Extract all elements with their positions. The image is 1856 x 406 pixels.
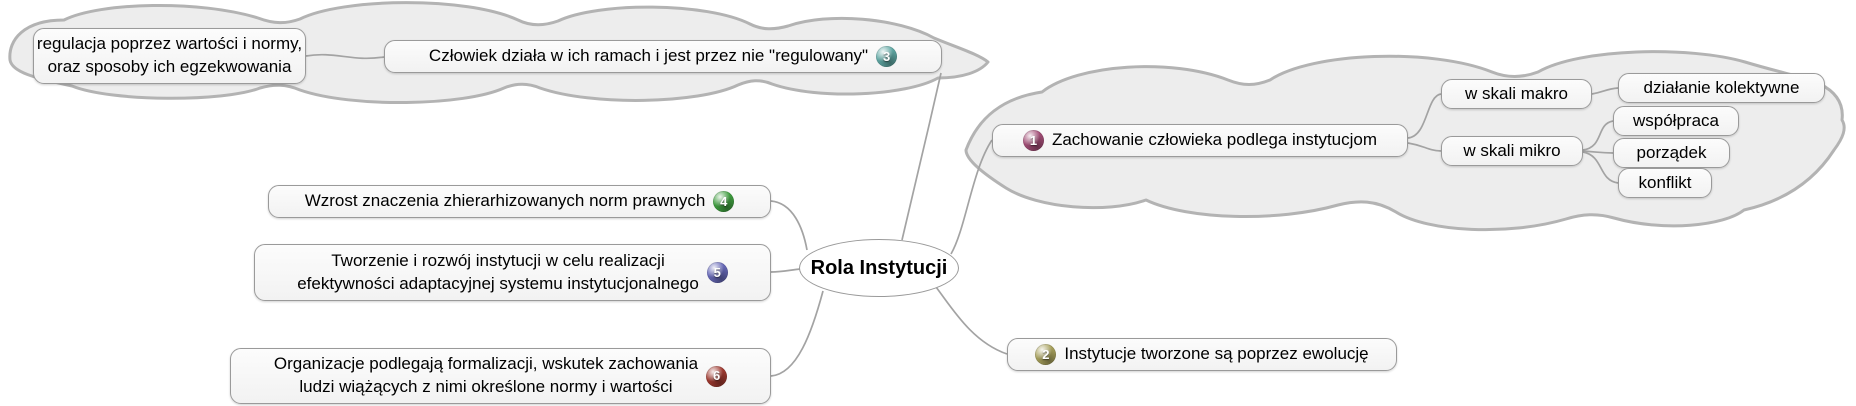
edge-root-to-evolution (935, 286, 1008, 355)
node-conflict[interactable]: konflikt (1618, 168, 1712, 198)
node-label-line: Organizacje podlegają formalizacji, wsku… (273, 354, 699, 374)
edge-behavior-to-macro (1407, 93, 1442, 139)
node-label-line: oraz sposoby ich egzekwowania (47, 57, 292, 76)
badge-6-icon: 6 (706, 365, 728, 387)
edge-root-to-formalization (770, 290, 824, 377)
edge-root-to-regulated (901, 72, 942, 241)
node-label-line: efektywności adaptacyjnej systemu instyt… (297, 273, 699, 293)
edge-behavior-to-micro (1407, 142, 1442, 152)
node-label-line: Tworzenie i rozwój instytucji w celu rea… (331, 250, 665, 270)
node-collective-action[interactable]: działanie kolektywne (1618, 73, 1825, 103)
node-label: Człowiek działa w ich ramach i jest prze… (428, 46, 869, 66)
badge-2-icon: 2 (1035, 344, 1057, 365)
badge-5-icon: 5 (706, 262, 728, 283)
root-node[interactable]: Rola Instytucji (799, 239, 959, 297)
edge-micro-to-order (1582, 150, 1614, 154)
node-regulation[interactable]: regulacja poprzez wartości i normy, oraz… (33, 28, 306, 84)
badge-1-icon: 1 (1022, 130, 1044, 151)
node-legal-norms[interactable]: Wzrost znaczenia zhierarhizowanych norm … (268, 185, 771, 218)
node-cooperation[interactable]: współpraca (1613, 106, 1739, 136)
edge-macro-to-collective (1591, 87, 1619, 95)
edge-root-to-legal-norms (770, 200, 808, 251)
node-macro-scale[interactable]: w skali makro (1441, 79, 1592, 109)
node-label: Wzrost znaczenia zhierarhizowanych norm … (304, 191, 706, 211)
badge-4-icon: 4 (713, 191, 735, 212)
edge-root-to-behavior (950, 139, 993, 255)
node-regulated[interactable]: Człowiek działa w ich ramach i jest prze… (384, 40, 942, 73)
root-label: Rola Instytucji (810, 256, 948, 279)
node-label: w skali mikro (1463, 140, 1561, 160)
edge-regulated-to-regulation (305, 53, 385, 60)
node-label: Instytucje tworzone są poprzez ewolucję (1064, 344, 1369, 364)
node-adaptive[interactable]: Tworzenie i rozwój instytucji w celu rea… (254, 244, 771, 301)
node-label: porządek (1636, 142, 1707, 162)
node-order[interactable]: porządek (1613, 138, 1730, 168)
node-micro-scale[interactable]: w skali mikro (1441, 136, 1583, 166)
edge-root-to-adaptive (770, 268, 801, 273)
node-label: działanie kolektywne (1643, 77, 1800, 97)
node-evolution[interactable]: 2 Instytucje tworzone są poprzez ewolucj… (1007, 338, 1397, 371)
node-formalization[interactable]: Organizacje podlegają formalizacji, wsku… (230, 348, 771, 404)
node-label-line: ludzi wiążących z nimi określone normy i… (299, 377, 673, 396)
badge-3-icon: 3 (876, 46, 898, 67)
node-label: współpraca (1633, 110, 1719, 130)
edge-micro-to-conflict (1582, 151, 1619, 184)
node-label: Zachowanie człowieka podlega instytucjom (1051, 130, 1378, 150)
node-label: w skali makro (1465, 83, 1568, 103)
node-label-line: regulacja poprzez wartości i normy, (36, 34, 303, 54)
node-label: konflikt (1638, 172, 1692, 192)
edge-micro-to-cooperation (1582, 120, 1614, 151)
node-behavior[interactable]: 1 Zachowanie człowieka podlega instytucj… (992, 124, 1408, 157)
